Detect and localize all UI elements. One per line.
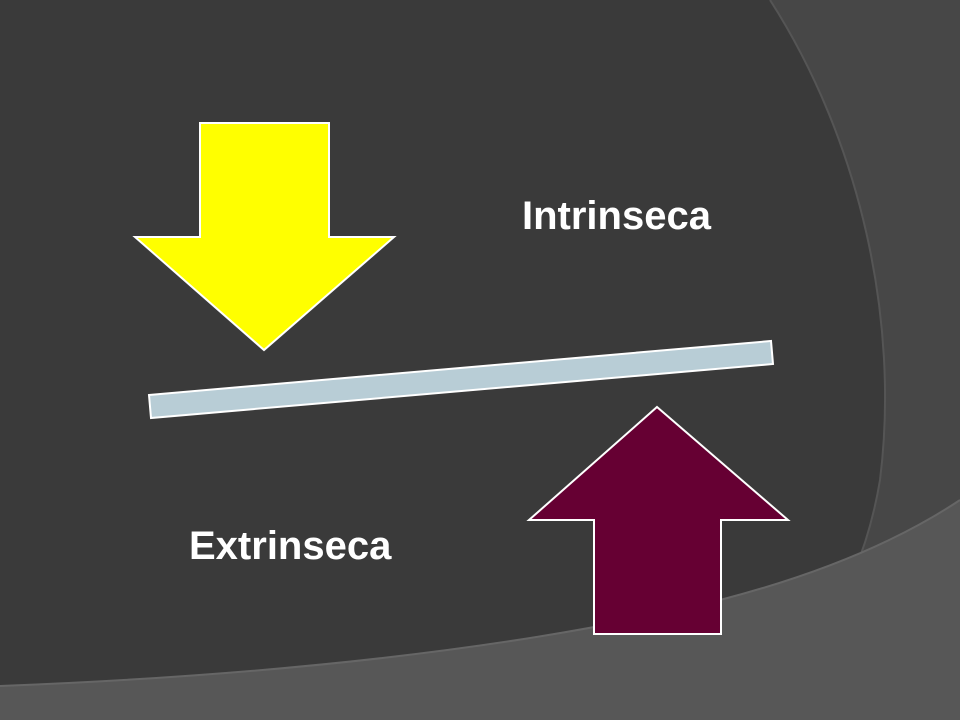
arrow-up-icon bbox=[526, 405, 791, 635]
label-extrinseca: Extrinseca bbox=[189, 524, 392, 568]
arrow-down-icon bbox=[132, 122, 397, 352]
background-curve-bottom bbox=[0, 500, 960, 720]
balance-beam bbox=[147, 339, 775, 420]
label-intrinseca: Intrinseca bbox=[522, 194, 711, 238]
